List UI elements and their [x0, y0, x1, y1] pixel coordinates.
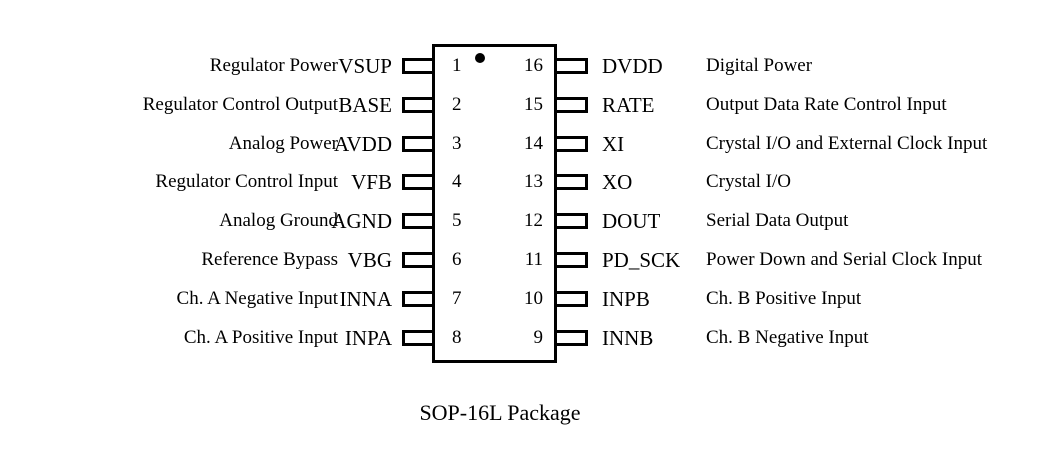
pin-lead-10	[554, 291, 588, 307]
pin-lead-5	[402, 213, 435, 229]
left-pin-name-8: INPA	[344, 326, 392, 350]
right-pin-description-12: Serial Data Output	[706, 210, 849, 231]
pin-lead-12	[554, 213, 588, 229]
pin-lead-16	[554, 58, 588, 74]
pin-number-7: 7	[452, 288, 462, 309]
right-pin-description-13: Crystal I/O	[706, 171, 791, 192]
right-pin-name-16: DVDD	[602, 54, 663, 78]
right-pin-name-9: INNB	[602, 326, 654, 350]
pin-number-14: 14	[524, 133, 543, 154]
left-pin-description-2: Regulator Control Output	[142, 94, 338, 115]
pin-number-12: 12	[524, 210, 543, 231]
pin-number-10: 10	[524, 288, 543, 309]
left-pin-name-5: AGND	[331, 209, 392, 233]
pin-number-11: 11	[524, 249, 543, 270]
right-pin-name-11: PD_SCK	[602, 248, 681, 272]
pin-lead-6	[402, 252, 435, 268]
pin1-marker-dot	[475, 53, 485, 63]
right-pin-name-13: XO	[602, 170, 633, 194]
left-pin-description-1: Regulator Power	[209, 55, 338, 76]
right-pin-description-11: Power Down and Serial Clock Input	[706, 249, 982, 270]
pin-lead-13	[554, 174, 588, 190]
pin-lead-1	[402, 58, 435, 74]
pin-number-9: 9	[533, 327, 544, 348]
pin-number-4: 4	[452, 171, 462, 192]
right-pin-description-16: Digital Power	[706, 55, 813, 76]
right-pin-name-15: RATE	[602, 93, 655, 117]
pin-lead-4	[402, 174, 435, 190]
pin-number-13: 13	[524, 171, 543, 192]
pin-number-3: 3	[452, 133, 462, 154]
pin-number-1: 1	[452, 55, 462, 76]
pin-number-6: 6	[452, 249, 462, 270]
left-pin-name-6: VBG	[347, 248, 392, 272]
pin-number-8: 8	[452, 327, 462, 348]
figure-caption: SOP-16L Package	[419, 400, 581, 425]
right-pin-description-14: Crystal I/O and External Clock Input	[706, 133, 988, 154]
right-pin-description-15: Output Data Rate Control Input	[706, 94, 947, 115]
left-pin-description-8: Ch. A Positive Input	[183, 327, 338, 348]
pin-lead-7	[402, 291, 435, 307]
left-pin-name-1: VSUP	[338, 54, 392, 78]
left-pin-name-2: BASE	[338, 93, 392, 117]
pin-lead-15	[554, 97, 588, 113]
chip-body-outline	[432, 44, 557, 363]
left-pin-name-3: AVDD	[334, 132, 392, 156]
right-pin-name-10: INPB	[602, 287, 650, 311]
pin-number-5: 5	[452, 210, 462, 231]
pin-lead-8	[402, 330, 435, 346]
pin-number-16: 16	[524, 55, 543, 76]
left-pin-description-4: Regulator Control Input	[155, 171, 338, 192]
pin-lead-2	[402, 97, 435, 113]
pin-lead-11	[554, 252, 588, 268]
left-pin-description-3: Analog Power	[228, 133, 338, 154]
pin-lead-14	[554, 136, 588, 152]
right-pin-description-9: Ch. B Negative Input	[706, 327, 869, 348]
right-pin-name-12: DOUT	[602, 209, 661, 233]
pin-lead-3	[402, 136, 435, 152]
pin-lead-9	[554, 330, 588, 346]
left-pin-description-6: Reference Bypass	[201, 249, 338, 270]
left-pin-description-7: Ch. A Negative Input	[176, 288, 338, 309]
pin-number-2: 2	[452, 94, 462, 115]
left-pin-description-5: Analog Ground	[219, 210, 338, 231]
left-pin-name-7: INNA	[339, 287, 393, 311]
left-pin-name-4: VFB	[351, 170, 392, 194]
right-pin-name-14: XI	[602, 132, 625, 156]
right-pin-description-10: Ch. B Positive Input	[706, 288, 862, 309]
pin-number-15: 15	[524, 94, 543, 115]
